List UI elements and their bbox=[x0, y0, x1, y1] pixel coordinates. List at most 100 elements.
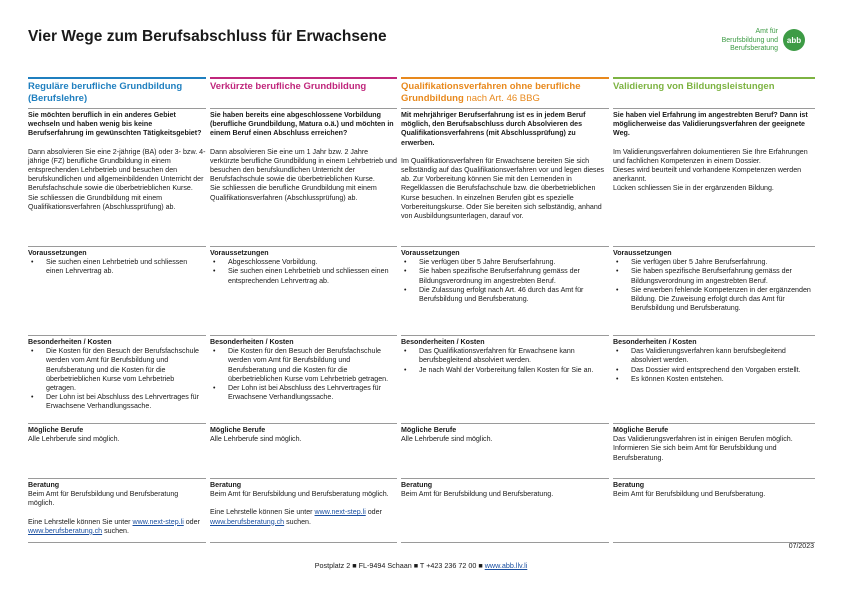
column-heading: Verkürzte berufliche Grundbildung bbox=[210, 81, 397, 93]
section-title: Besonderheiten / Kosten bbox=[401, 338, 485, 346]
page-title: Vier Wege zum Berufsabschluss für Erwach… bbox=[28, 28, 387, 45]
section-title: Voraussetzungen bbox=[210, 249, 269, 257]
berufsberatung-link[interactable]: www.berufsberatung.ch bbox=[28, 526, 103, 535]
advice-section: Beratung Beim Amt für Berufsbildung und … bbox=[28, 481, 206, 536]
heading-line: Verkürzte berufliche Grundbildung bbox=[210, 81, 367, 92]
text: Eine Lehrstelle können Sie unter bbox=[28, 517, 133, 526]
column-heading: Validierung von Bildungsleistungen bbox=[613, 81, 815, 93]
logo-line: Amt für bbox=[755, 28, 778, 35]
requirements-section: Voraussetzungen Sie suchen einen Lehrbet… bbox=[28, 249, 206, 277]
document-date: 07/2023 bbox=[788, 543, 814, 550]
divider bbox=[210, 246, 397, 247]
advice-section: Beratung Beim Amt für Berufsbildung und … bbox=[401, 481, 609, 499]
description: Dann absolvieren Sie eine um 1 Jahr bzw.… bbox=[210, 147, 397, 184]
divider bbox=[401, 478, 609, 479]
list-item: Die Kosten für den Besuch der Berufsfach… bbox=[210, 347, 397, 384]
requirements-section: Voraussetzungen Abgeschlossene Vorbildun… bbox=[210, 249, 397, 286]
description: Dann absolvieren Sie eine 2-jährige (BA)… bbox=[28, 147, 206, 193]
text: oder bbox=[365, 508, 382, 517]
list-item: Sie verfügen über 5 Jahre Berufserfahrun… bbox=[401, 258, 609, 267]
column-color-bar bbox=[28, 77, 206, 79]
logo-line: Berufsberatung bbox=[730, 45, 778, 52]
divider bbox=[401, 423, 609, 424]
section-title: Voraussetzungen bbox=[28, 249, 87, 257]
divider bbox=[613, 423, 815, 424]
heading-line: Reguläre berufliche Grundbildung bbox=[28, 81, 183, 92]
requirements-section: Voraussetzungen Sie verfügen über 5 Jahr… bbox=[613, 249, 815, 313]
divider bbox=[210, 335, 397, 336]
text: suchen. bbox=[102, 526, 129, 535]
intro-question: Sie möchten beruflich in ein anderes Geb… bbox=[28, 111, 202, 138]
requirements-section: Voraussetzungen Sie verfügen über 5 Jahr… bbox=[401, 249, 609, 304]
divider bbox=[210, 478, 397, 479]
next-step-link[interactable]: www.next-step.li bbox=[132, 517, 184, 526]
intro-section: Sie möchten beruflich in ein anderes Geb… bbox=[28, 111, 206, 212]
logo-text: Amt für Berufsbildung und Berufsberatung bbox=[718, 28, 778, 54]
section-title: Besonderheiten / Kosten bbox=[613, 338, 697, 346]
footer-address: Postplatz 2 ■ FL-9494 Schaan ■ T +423 23… bbox=[314, 561, 485, 570]
section-title: Mögliche Berufe bbox=[401, 426, 457, 434]
list-item: Der Lohn ist bei Abschluss des Lehrvertr… bbox=[210, 384, 397, 402]
intro-question: Mit mehrjähriger Berufserfahrung ist es … bbox=[401, 111, 586, 147]
section-title: Beratung bbox=[401, 481, 433, 489]
list-item: Der Lohn ist bei Abschluss des Lehrvertr… bbox=[28, 393, 206, 411]
description: Im Qualifikationsverfahren für Erwachsen… bbox=[401, 156, 605, 221]
text: Eine Lehrstelle können Sie unter bbox=[210, 508, 315, 517]
lehrstelle-text: Eine Lehrstelle können Sie unter www.nex… bbox=[210, 508, 397, 526]
heading-line: (Berufslehre) bbox=[28, 93, 88, 104]
heading-main: Qualifikationsverfahren ohne berufliche … bbox=[401, 81, 581, 104]
divider bbox=[613, 335, 815, 336]
jobs-section: Mögliche Berufe Alle Lehrberufe sind mög… bbox=[28, 426, 206, 444]
column-heading: Qualifikationsverfahren ohne berufliche … bbox=[401, 81, 609, 105]
divider bbox=[28, 108, 206, 109]
abb-logo: Amt für Berufsbildung und Berufsberatung… bbox=[718, 28, 814, 54]
jobs-section: Mögliche Berufe Alle Lehrberufe sind mög… bbox=[210, 426, 397, 444]
description: Sie schliessen die Grundbildung mit eine… bbox=[28, 193, 176, 211]
divider bbox=[613, 108, 815, 109]
advice-text: Beim Amt für Berufsbildung und Berufsber… bbox=[28, 490, 179, 508]
heading-line: Validierung von Bildungsleistungen bbox=[613, 81, 775, 92]
list-item: Das Qualifikationsverfahren für Erwachse… bbox=[401, 347, 609, 365]
list-item: Je nach Wahl der Vorbereitung fallen Kos… bbox=[401, 366, 609, 375]
list-item: Das Dossier wird entsprechend den Vorgab… bbox=[613, 366, 815, 375]
section-title: Mögliche Berufe bbox=[28, 426, 84, 434]
logo-mark: abb bbox=[783, 29, 805, 51]
costs-section: Besonderheiten / Kosten Die Kosten für d… bbox=[28, 338, 206, 412]
divider bbox=[210, 108, 397, 109]
section-title: Besonderheiten / Kosten bbox=[210, 338, 294, 346]
section-title: Mögliche Berufe bbox=[210, 426, 266, 434]
list-item: Sie verfügen über 5 Jahre Berufserfahrun… bbox=[613, 258, 815, 267]
section-title: Mögliche Berufe bbox=[613, 426, 669, 434]
jobs-text: Informieren Sie sich beim Amt für Berufs… bbox=[613, 444, 777, 462]
intro-section: Sie haben bereits eine abgeschlossene Vo… bbox=[210, 111, 397, 203]
costs-section: Besonderheiten / Kosten Die Kosten für d… bbox=[210, 338, 397, 402]
divider bbox=[401, 542, 609, 543]
costs-section: Besonderheiten / Kosten Das Validierungs… bbox=[613, 338, 815, 384]
jobs-section: Mögliche Berufe Das Validierungsverfahre… bbox=[613, 426, 815, 463]
list-item: Die Zulassung erfolgt nach Art. 46 durch… bbox=[401, 286, 609, 304]
logo-line: Berufsbildung und bbox=[721, 36, 778, 44]
website-link[interactable]: www.abb.llv.li bbox=[484, 561, 528, 570]
list-item: Die Kosten für den Besuch der Berufsfach… bbox=[28, 347, 206, 393]
list-item: Sie haben spezifische Berufserfahrung ge… bbox=[401, 267, 609, 285]
divider bbox=[401, 108, 609, 109]
jobs-text: Alle Lehrberufe sind möglich. bbox=[28, 435, 120, 444]
text: oder bbox=[183, 517, 200, 526]
jobs-text: Das Validierungsverfahren ist in einigen… bbox=[613, 435, 793, 444]
list-item: Sie erwerben fehlende Kompetenzen in der… bbox=[613, 286, 815, 314]
intro-section: Sie haben viel Erfahrung im angestrebten… bbox=[613, 111, 815, 194]
description: Im Validierungsverfahren dokumentieren S… bbox=[613, 147, 808, 165]
berufsberatung-link[interactable]: www.berufsberatung.ch bbox=[210, 517, 285, 526]
advice-text: Beim Amt für Berufsbildung und Berufsber… bbox=[210, 490, 389, 499]
intro-section: Mit mehrjähriger Berufserfahrung ist es … bbox=[401, 111, 609, 221]
column-color-bar bbox=[401, 77, 609, 79]
intro-question: Sie haben viel Erfahrung im angestrebten… bbox=[613, 111, 808, 138]
divider bbox=[28, 542, 206, 543]
jobs-text: Alle Lehrberufe sind möglich. bbox=[401, 435, 493, 444]
divider bbox=[401, 335, 609, 336]
next-step-link[interactable]: www.next-step.li bbox=[314, 508, 366, 517]
lehrstelle-text: Eine Lehrstelle können Sie unter www.nex… bbox=[28, 518, 206, 536]
advice-section: Beratung Beim Amt für Berufsbildung und … bbox=[210, 481, 397, 527]
column-heading: Reguläre berufliche Grundbildung (Berufs… bbox=[28, 81, 206, 105]
divider bbox=[28, 246, 206, 247]
